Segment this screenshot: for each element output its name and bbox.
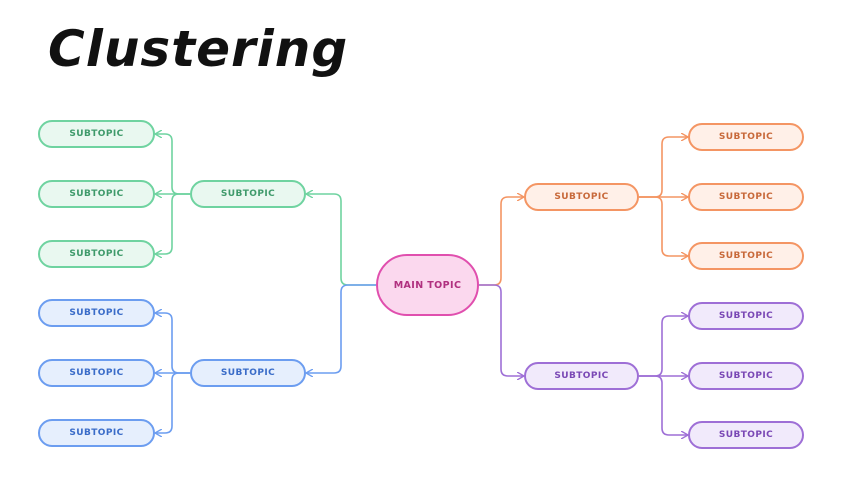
main-topic-label: MAIN TOPIC bbox=[393, 279, 462, 291]
green-hub-label: SUBTOPIC bbox=[220, 189, 276, 199]
connector-blue-leaf-3 bbox=[155, 372, 190, 433]
blue-hub-node[interactable]: SUBTOPIC bbox=[190, 359, 306, 387]
green-leaf-node-2[interactable]: SUBTOPIC bbox=[38, 180, 155, 208]
purple-hub-node[interactable]: SUBTOPIC bbox=[524, 362, 639, 390]
blue-leaf-node-3[interactable]: SUBTOPIC bbox=[38, 419, 155, 447]
blue-leaf-label: SUBTOPIC bbox=[69, 368, 124, 378]
purple-hub-label: SUBTOPIC bbox=[554, 371, 609, 381]
green-hub-node[interactable]: SUBTOPIC bbox=[190, 180, 306, 208]
blue-leaf-node-2[interactable]: SUBTOPIC bbox=[38, 359, 155, 387]
connector-purple-leaf-3 bbox=[639, 375, 688, 435]
orange-leaf-node-1[interactable]: SUBTOPIC bbox=[688, 123, 804, 151]
green-leaf-node-3[interactable]: SUBTOPIC bbox=[38, 240, 155, 268]
green-leaf-node-1[interactable]: SUBTOPIC bbox=[38, 120, 155, 148]
blue-leaf-label: SUBTOPIC bbox=[69, 428, 124, 438]
connector-orange-leaf-1 bbox=[639, 137, 688, 198]
purple-leaf-node-3[interactable]: SUBTOPIC bbox=[688, 421, 804, 449]
connector-main-blue bbox=[306, 284, 376, 373]
orange-leaf-label: SUBTOPIC bbox=[718, 132, 774, 142]
green-leaf-label: SUBTOPIC bbox=[69, 129, 124, 139]
main-topic-node[interactable]: MAIN TOPIC bbox=[376, 254, 479, 316]
blue-leaf-label: SUBTOPIC bbox=[69, 308, 124, 318]
orange-hub-label: SUBTOPIC bbox=[554, 192, 609, 202]
blue-hub-label: SUBTOPIC bbox=[220, 368, 276, 378]
connector-main-orange bbox=[479, 197, 524, 286]
orange-leaf-node-3[interactable]: SUBTOPIC bbox=[688, 242, 804, 270]
connector-main-purple bbox=[479, 284, 524, 376]
green-leaf-label: SUBTOPIC bbox=[69, 189, 124, 199]
purple-leaf-node-2[interactable]: SUBTOPIC bbox=[688, 362, 804, 390]
orange-leaf-label: SUBTOPIC bbox=[718, 251, 774, 261]
connector-purple-leaf-1 bbox=[639, 316, 688, 377]
orange-leaf-node-2[interactable]: SUBTOPIC bbox=[688, 183, 804, 211]
purple-leaf-label: SUBTOPIC bbox=[718, 311, 774, 321]
purple-leaf-node-1[interactable]: SUBTOPIC bbox=[688, 302, 804, 330]
orange-leaf-label: SUBTOPIC bbox=[718, 192, 774, 202]
blue-leaf-node-1[interactable]: SUBTOPIC bbox=[38, 299, 155, 327]
page-title: Clustering bbox=[48, 20, 349, 78]
green-leaf-label: SUBTOPIC bbox=[69, 249, 124, 259]
connector-blue-leaf-1 bbox=[155, 313, 190, 374]
connector-green-leaf-3 bbox=[155, 193, 190, 254]
purple-leaf-label: SUBTOPIC bbox=[718, 371, 774, 381]
connector-main-green bbox=[306, 194, 376, 286]
connector-green-leaf-1 bbox=[155, 134, 190, 195]
orange-hub-node[interactable]: SUBTOPIC bbox=[524, 183, 639, 211]
purple-leaf-label: SUBTOPIC bbox=[718, 430, 774, 440]
connector-orange-leaf-3 bbox=[639, 196, 688, 256]
